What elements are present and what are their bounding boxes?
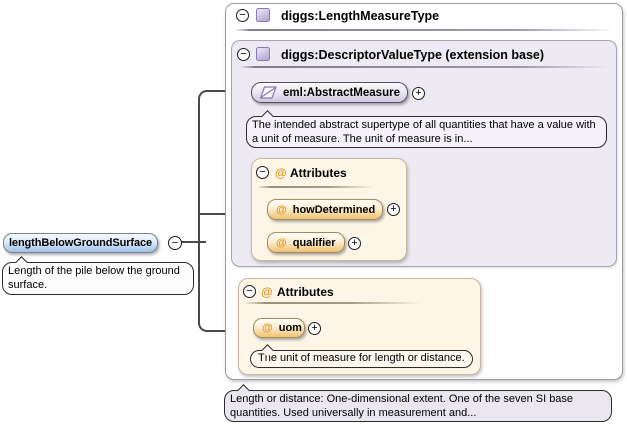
expand-uom-button[interactable]: + <box>308 322 321 335</box>
annotation-text: The unit of measure for length or distan… <box>258 352 465 364</box>
connector-trunk <box>198 98 200 324</box>
complex-type-icon <box>256 8 270 22</box>
attribute-icon: @ <box>276 203 287 216</box>
length-measure-type-annotation: Length or distance: One-dimensional exte… <box>224 384 612 422</box>
annotation-text: The intended abstract supertype of all q… <box>252 119 596 145</box>
element-label: eml:AbstractMeasure <box>283 86 400 99</box>
expand-eml-abstract-measure-button[interactable]: + <box>412 87 425 100</box>
annotation-text: Length or distance: One-dimensional exte… <box>230 393 574 419</box>
attributes-group-title: Attributes <box>290 166 347 180</box>
attributes-header-separator <box>244 302 421 304</box>
complex-type-icon <box>256 47 270 61</box>
attribute-qualifier[interactable]: @ qualifier <box>267 232 345 253</box>
attribute-icon: @ <box>275 166 287 180</box>
connector-root-horizontal <box>181 241 206 243</box>
collapse-own-attributes-button[interactable]: − <box>243 285 256 298</box>
attributes-group-title: Attributes <box>277 285 334 299</box>
abstract-measure-annotation: The intended abstract supertype of all q… <box>246 110 607 148</box>
attribute-icon: @ <box>276 236 287 249</box>
attribute-label: uom <box>278 322 302 334</box>
attribute-label: howDetermined <box>292 203 376 216</box>
header-separator <box>240 66 610 68</box>
element-length-below-ground-surface[interactable]: lengthBelowGroundSurface <box>3 233 158 253</box>
attribute-uom[interactable]: @ uom <box>253 318 305 338</box>
annotation-text: Length of the pile below the ground surf… <box>8 265 180 291</box>
connector-branch-own-attributes <box>210 330 239 332</box>
header-separator <box>235 29 615 31</box>
collapse-length-measure-type-button[interactable]: − <box>236 9 249 22</box>
base-type-title: diggs:DescriptorValueType (extension bas… <box>281 48 545 62</box>
attributes-header-separator <box>257 186 375 188</box>
connector-corner-bottom <box>198 321 212 332</box>
abstract-element-icon <box>260 86 277 99</box>
collapse-root-element-button[interactable]: − <box>168 236 182 250</box>
connector-corner-top <box>198 90 212 100</box>
root-element-annotation: Length of the pile below the ground surf… <box>2 256 194 295</box>
attribute-icon: @ <box>262 322 273 334</box>
collapse-inherited-attributes-button[interactable]: − <box>256 166 269 179</box>
expand-qualifier-button[interactable]: + <box>348 237 361 250</box>
element-label: lengthBelowGroundSurface <box>8 237 153 249</box>
attribute-icon: @ <box>261 285 273 299</box>
element-eml-abstract-measure[interactable]: eml:AbstractMeasure <box>251 82 408 103</box>
expand-how-determined-button[interactable]: + <box>387 203 400 216</box>
collapse-descriptor-value-type-button[interactable]: − <box>237 48 250 61</box>
type-title: diggs:LengthMeasureType <box>281 9 440 23</box>
uom-annotation: The unit of measure for length or distan… <box>250 344 473 368</box>
attribute-how-determined[interactable]: @ howDetermined <box>267 199 383 220</box>
attribute-label: qualifier <box>292 236 336 249</box>
